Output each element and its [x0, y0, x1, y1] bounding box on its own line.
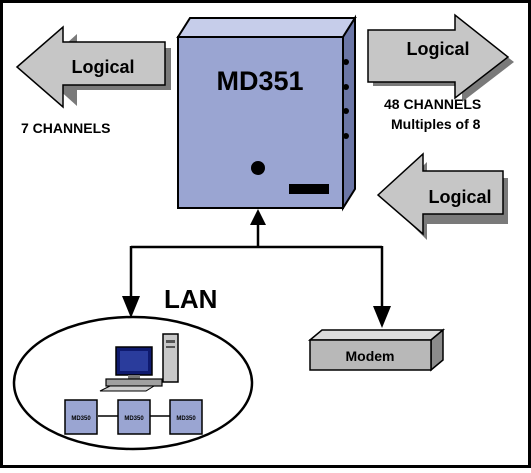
- md351-top-face: [176, 17, 357, 38]
- md351-device: MD351: [176, 14, 357, 212]
- md351-front-face: [177, 36, 344, 209]
- connection-lines: [122, 209, 391, 328]
- modem-top-face: [307, 329, 446, 341]
- port-dot-3: [343, 108, 349, 114]
- desktop-base: [105, 378, 163, 387]
- monitor-stand: [128, 375, 140, 379]
- right-top-logical-arrow: Logical: [367, 13, 514, 102]
- right-bottom-logical-arrow: Logical: [376, 152, 508, 240]
- port-dot-2: [343, 84, 349, 90]
- tower-drive-2: [166, 346, 175, 348]
- uplink-arrowhead: [250, 209, 266, 225]
- right-top-arrow-label: Logical: [406, 39, 469, 59]
- lan-label: LAN: [164, 284, 217, 314]
- port-dot-1: [343, 59, 349, 65]
- right-channel-multiples: Multiples of 8: [391, 116, 481, 132]
- lan-network: MD350 MD350 MD350: [12, 315, 254, 451]
- display-slot: [289, 184, 329, 194]
- right-top-arrow-body: [367, 13, 510, 100]
- tower-drive: [166, 340, 175, 343]
- md350-unit-1: MD350: [64, 399, 98, 435]
- modem-front-face: [309, 339, 432, 371]
- md350-unit-box: [169, 399, 203, 435]
- right-channel-count: 48 CHANNELS: [384, 96, 481, 112]
- workstation-icon: [99, 333, 179, 392]
- md350-unit-box: [64, 399, 98, 435]
- left-arrow-body: [15, 25, 166, 109]
- right-bottom-arrow-label: Logical: [428, 187, 491, 207]
- port-dot-4: [343, 133, 349, 139]
- left-logical-arrow: Logical: [15, 25, 171, 109]
- md350-unit-box: [117, 399, 151, 435]
- modem-label: Modem: [346, 348, 395, 364]
- modem-device: Modem: [307, 328, 446, 372]
- md350-unit-label: MD350: [176, 416, 196, 422]
- left-arrow-label: Logical: [71, 57, 134, 77]
- keyboard-icon: [99, 385, 156, 392]
- lan-arrowhead: [122, 296, 140, 318]
- md350-unit-2: MD350: [117, 399, 151, 435]
- device-label: MD351: [216, 66, 303, 96]
- left-channel-count: 7 CHANNELS: [21, 120, 110, 136]
- md350-unit-3: MD350: [169, 399, 203, 435]
- md350-unit-label: MD350: [124, 416, 144, 422]
- right-bottom-arrow-body: [376, 152, 504, 236]
- md350-unit-label: MD350: [71, 416, 91, 422]
- power-led: [251, 161, 265, 175]
- modem-arrowhead: [373, 306, 391, 328]
- monitor-screen: [120, 351, 148, 371]
